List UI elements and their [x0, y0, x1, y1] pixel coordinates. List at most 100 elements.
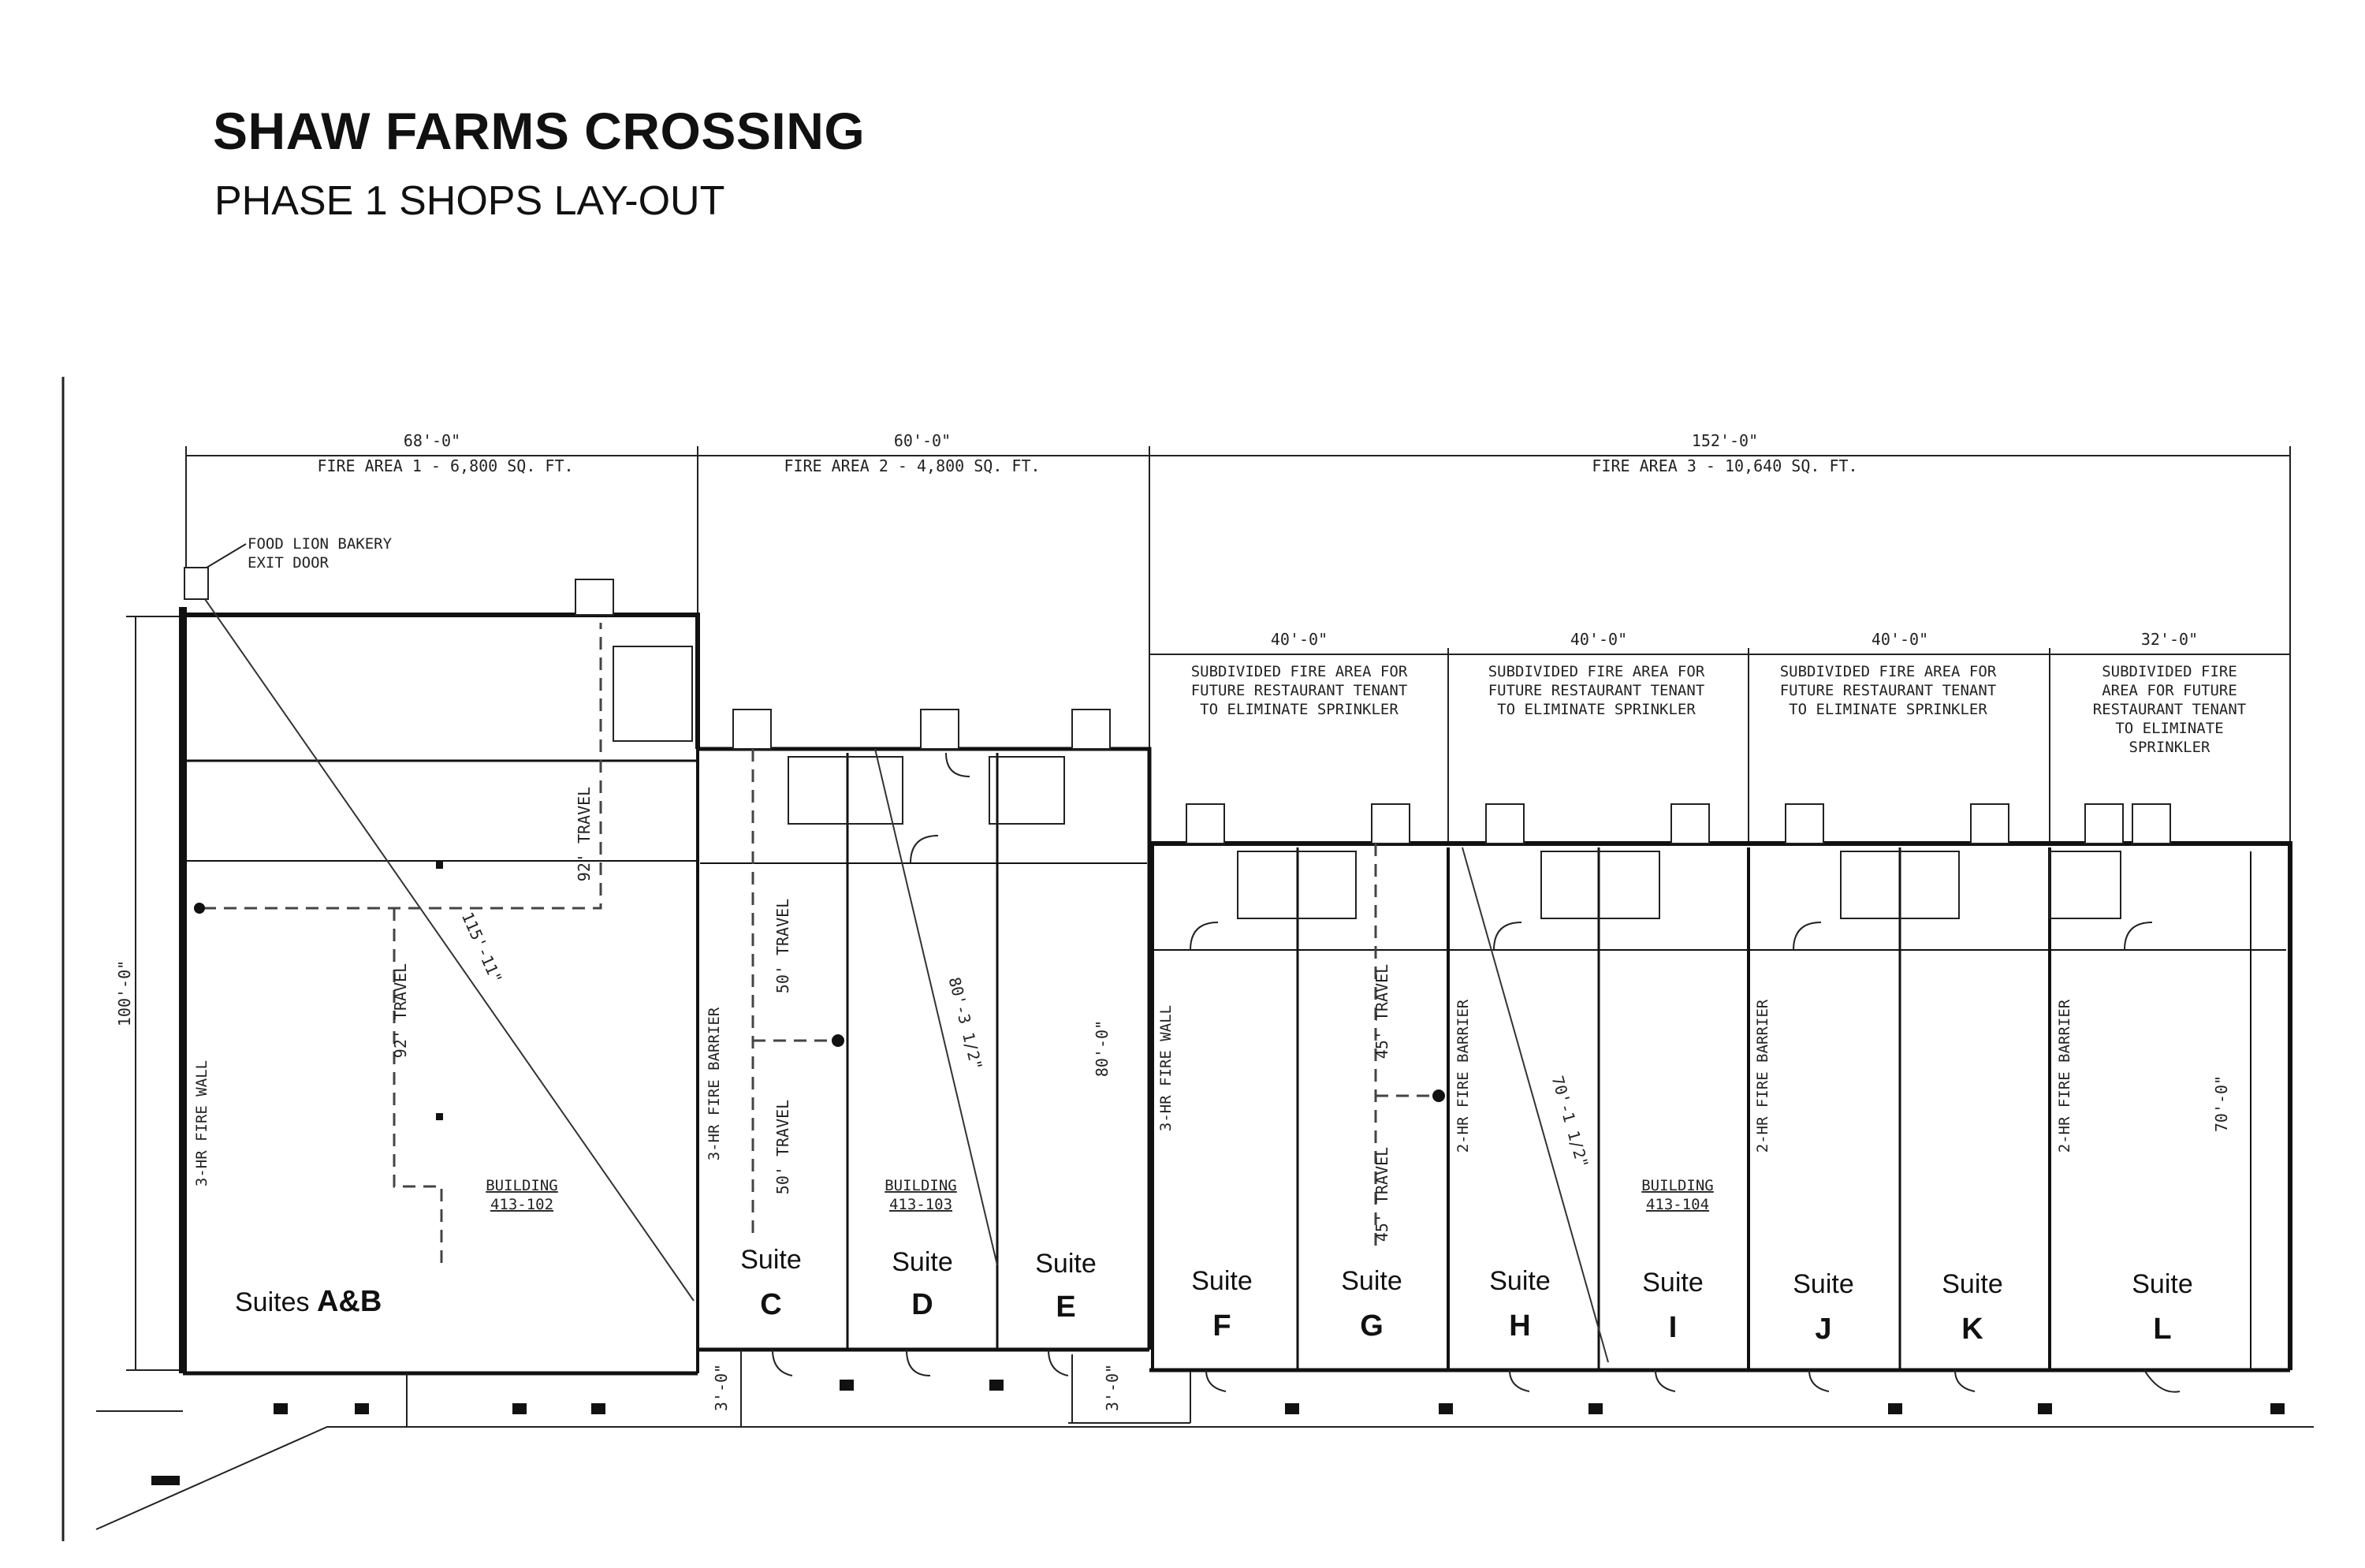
travel-92-upper: 92' TRAVEL	[575, 787, 594, 881]
svg-text:FUTURE RESTAURANT TENANT: FUTURE RESTAURANT TENANT	[1780, 682, 1997, 699]
dim-area3-width: 152'-0"	[1692, 431, 1758, 450]
svg-text:413-102: 413-102	[490, 1196, 553, 1213]
label-2hr-fire-barrier-1: 2-HR FIRE BARRIER	[1454, 999, 1472, 1153]
svg-text:RESTAURANT TENANT: RESTAURANT TENANT	[2093, 701, 2246, 718]
svg-text:D: D	[911, 1288, 933, 1321]
dim-bottom-1: 3'-0"	[712, 1364, 731, 1411]
svg-text:TO ELIMINATE: TO ELIMINATE	[2115, 720, 2223, 737]
svg-text:BUILDING: BUILDING	[885, 1177, 957, 1194]
svg-text:H: H	[1509, 1309, 1530, 1343]
label-3hr-fire-wall-right: 3-HR FIRE WALL	[1157, 1005, 1175, 1131]
food-lion-note: FOOD LION BAKERY EXIT DOOR	[187, 535, 393, 586]
label-2hr-fire-barrier-3: 2-HR FIRE BARRIER	[2056, 999, 2073, 1153]
restroom-blocks	[613, 646, 2121, 919]
page-subtitle: PHASE 1 SHOPS LAY-OUT	[214, 178, 725, 224]
svg-text:Suite: Suite	[740, 1245, 802, 1275]
svg-text:Suite: Suite	[1341, 1266, 1402, 1296]
page-title: SHAW FARMS CROSSING	[213, 102, 866, 160]
dim-area2-width: 60'-0"	[894, 431, 951, 450]
svg-text:413-103: 413-103	[889, 1196, 952, 1213]
svg-text:FUTURE RESTAURANT TENANT: FUTURE RESTAURANT TENANT	[1191, 682, 1408, 699]
dim-sub-width-4: 32'-0"	[2141, 630, 2198, 649]
travel-45-upper: 45' TRAVEL	[1372, 964, 1391, 1059]
dim-bottom-2: 3'-0"	[1103, 1364, 1122, 1411]
svg-text:Suite: Suite	[1793, 1269, 1854, 1299]
dim-sub-width-3: 40'-0"	[1872, 630, 1928, 649]
building-walls	[179, 607, 2292, 1376]
dim-area1-label: FIRE AREA 1 - 6,800 SQ. FT.	[317, 456, 573, 475]
subdivided-note-4: SUBDIVIDED FIRE AREA FOR FUTURE RESTAURA…	[2093, 663, 2246, 756]
suite-label-f: Suite F	[1191, 1266, 1253, 1343]
suite-label-h: Suite H	[1489, 1266, 1551, 1343]
travel-50-upper: 50' TRAVEL	[773, 899, 792, 993]
dim-depth-right: 70'-0"	[2212, 1075, 2231, 1132]
label-2hr-fire-barrier-2: 2-HR FIRE BARRIER	[1754, 999, 1771, 1153]
svg-text:Suite: Suite	[892, 1247, 953, 1277]
svg-text:G: G	[1360, 1309, 1384, 1343]
svg-text:Suite: Suite	[1489, 1266, 1551, 1296]
svg-text:SUBDIVIDED FIRE AREA FOR: SUBDIVIDED FIRE AREA FOR	[1780, 663, 1997, 680]
svg-text:TO ELIMINATE SPRINKLER: TO ELIMINATE SPRINKLER	[1497, 701, 1696, 718]
svg-text:F: F	[1212, 1309, 1231, 1343]
travel-45-lower: 45' TRAVEL	[1372, 1147, 1391, 1242]
suite-label-ab: Suites A&B	[235, 1285, 382, 1318]
svg-text:EXIT DOOR: EXIT DOOR	[248, 554, 330, 572]
svg-text:AREA FOR FUTURE: AREA FOR FUTURE	[2102, 682, 2237, 699]
svg-text:K: K	[1961, 1313, 1983, 1346]
svg-text:Suite: Suite	[2132, 1269, 2193, 1299]
suite-label-j: Suite J	[1793, 1269, 1854, 1346]
building-label-413-102: BUILDING 413-102	[486, 1177, 558, 1213]
svg-text:Suite: Suite	[1642, 1268, 1704, 1298]
suite-label-d: Suite D	[892, 1247, 953, 1321]
suite-label-i: Suite I	[1642, 1268, 1704, 1344]
label-3hr-fire-barrier: 3-HR FIRE BARRIER	[706, 1007, 723, 1160]
suite-label-k: Suite K	[1942, 1269, 2003, 1346]
label-3hr-fire-wall-left: 3-HR FIRE WALL	[193, 1060, 210, 1186]
dim-depth-mid: 80'-0"	[1093, 1020, 1112, 1077]
suite-label-l: Suite L	[2132, 1269, 2193, 1346]
subdivided-note-1: SUBDIVIDED FIRE AREA FOR FUTURE RESTAURA…	[1191, 663, 1408, 718]
svg-text:TO ELIMINATE SPRINKLER: TO ELIMINATE SPRINKLER	[1789, 701, 1987, 718]
svg-text:SUBDIVIDED FIRE: SUBDIVIDED FIRE	[2102, 663, 2237, 680]
svg-text:BUILDING: BUILDING	[486, 1177, 558, 1194]
building-label-413-104: BUILDING 413-104	[1641, 1177, 1714, 1213]
suite-label-e: Suite E	[1035, 1249, 1097, 1324]
dim-area2-label: FIRE AREA 2 - 4,800 SQ. FT.	[784, 456, 1040, 475]
subdivided-note-3: SUBDIVIDED FIRE AREA FOR FUTURE RESTAURA…	[1780, 663, 1997, 718]
dim-area1-width: 68'-0"	[404, 431, 460, 450]
svg-text:Suite: Suite	[1035, 1249, 1097, 1279]
svg-text:J: J	[1815, 1313, 1831, 1346]
svg-text:FUTURE RESTAURANT TENANT: FUTURE RESTAURANT TENANT	[1488, 682, 1705, 699]
svg-text:L: L	[2153, 1313, 2171, 1346]
svg-text:FOOD LION BAKERY: FOOD LION BAKERY	[248, 535, 393, 553]
dim-sub-width-1: 40'-0"	[1271, 630, 1328, 649]
travel-50-lower: 50' TRAVEL	[773, 1100, 792, 1194]
svg-text:SUBDIVIDED FIRE AREA FOR: SUBDIVIDED FIRE AREA FOR	[1191, 663, 1408, 680]
svg-text:413-104: 413-104	[1646, 1196, 1709, 1213]
svg-text:C: C	[760, 1288, 781, 1321]
suite-label-g: Suite G	[1341, 1266, 1402, 1343]
rear-door-boxes	[184, 567, 2171, 844]
suite-label-c: Suite C	[740, 1245, 802, 1321]
door-swings	[772, 752, 2181, 1393]
dim-depth-left: 100'-0"	[115, 960, 134, 1026]
dim-area3-label: FIRE AREA 3 - 10,640 SQ. FT.	[1592, 456, 1857, 475]
svg-text:I: I	[1669, 1311, 1678, 1344]
subdivided-note-2: SUBDIVIDED FIRE AREA FOR FUTURE RESTAURA…	[1488, 663, 1705, 718]
svg-text:BUILDING: BUILDING	[1641, 1177, 1714, 1194]
svg-text:Suite: Suite	[1191, 1266, 1253, 1296]
svg-text:TO ELIMINATE SPRINKLER: TO ELIMINATE SPRINKLER	[1200, 701, 1399, 718]
dim-diagonal-3: 70'-1 1/2"	[1548, 1074, 1592, 1170]
travel-92-lower: 92' TRAVEL	[391, 963, 410, 1058]
dim-diagonal-1: 115'-11"	[458, 909, 506, 986]
svg-text:Suite: Suite	[1942, 1269, 2003, 1299]
front-sidewalk	[95, 1350, 2314, 1530]
dim-diagonal-2: 80'-3 1/2"	[945, 975, 986, 1072]
building-label-413-103: BUILDING 413-103	[885, 1177, 957, 1213]
travel-paths	[203, 623, 1439, 1269]
svg-text:SUBDIVIDED FIRE AREA FOR: SUBDIVIDED FIRE AREA FOR	[1488, 663, 1705, 680]
svg-text:SPRINKLER: SPRINKLER	[2129, 739, 2211, 756]
sidewalk-bollards	[151, 1380, 2285, 1485]
dim-sub-width-2: 40'-0"	[1570, 630, 1627, 649]
